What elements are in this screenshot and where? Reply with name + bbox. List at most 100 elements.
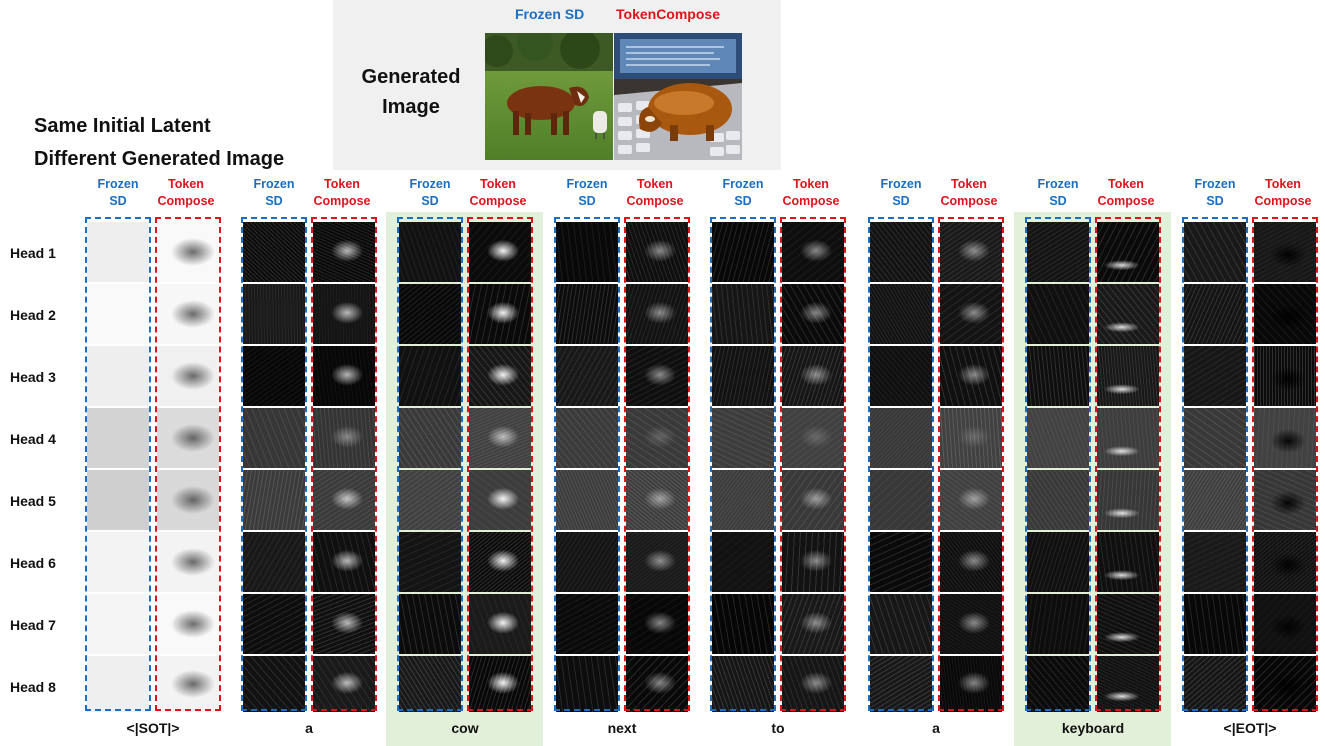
tokencompose-attention-map [157, 470, 219, 530]
frozen-header-line2: SD [109, 194, 127, 208]
frozen-sd-attention-map [712, 284, 774, 344]
frozen-sd-map-column [1027, 222, 1089, 712]
tokencompose-map-column [1254, 222, 1316, 712]
tokencompose-attention-map [313, 470, 375, 530]
frozen-sd-attention-map [556, 532, 618, 592]
tokencompose-attention-map [940, 532, 1002, 592]
frozen-sd-attention-map [87, 408, 149, 468]
frozen-sd-attention-map [870, 408, 932, 468]
frozen-sd-attention-map [1184, 656, 1246, 712]
tokencompose-attention-map [313, 532, 375, 592]
frozen-sd-attention-map [1184, 594, 1246, 654]
tokencompose-map-column [1097, 222, 1159, 712]
frozen-sd-attention-map [1027, 656, 1089, 712]
tokencompose-map-column [940, 222, 1002, 712]
frozen-sd-attention-map [87, 284, 149, 344]
tokencompose-dashed-outline [311, 217, 377, 711]
frozen-sd-attention-map [243, 222, 305, 282]
tokencompose-attention-map [1097, 656, 1159, 712]
frozen-sd-attention-map [870, 594, 932, 654]
frozen-sd-attention-map [1184, 222, 1246, 282]
tokencompose-attention-map [157, 222, 219, 282]
token-header-line1: Token [168, 177, 204, 191]
frozen-sd-attention-map [243, 346, 305, 406]
tokencompose-attention-map [626, 594, 688, 654]
frozen-sd-attention-map [870, 222, 932, 282]
frozen-header-line1: Frozen [1037, 177, 1079, 191]
tokencompose-attention-map [940, 346, 1002, 406]
frozen-sd-attention-map [399, 284, 461, 344]
frozen-sd-attention-map [870, 532, 932, 592]
frozen-sd-attention-map [712, 222, 774, 282]
frozen-header-line2: SD [265, 194, 283, 208]
token-header-line1: Token [1108, 177, 1144, 191]
tokencompose-attention-map [782, 346, 844, 406]
frozen-sd-attention-map [243, 656, 305, 712]
frozen-header-line2: SD [1206, 194, 1224, 208]
generated-label-line1: Generated [361, 66, 461, 88]
frozen-sd-attention-map [87, 470, 149, 530]
tokencompose-attention-map [313, 222, 375, 282]
tokencompose-map-column [782, 222, 844, 712]
tokencompose-attention-map [313, 594, 375, 654]
token-header-line1: Token [1265, 177, 1301, 191]
frozen-sd-attention-map [1184, 470, 1246, 530]
frozen-sd-attention-map [556, 656, 618, 712]
tokencompose-attention-map [782, 532, 844, 592]
token-header-line2: Compose [1097, 194, 1155, 208]
frozen-sd-attention-map [87, 346, 149, 406]
frozen-header-line1: Frozen [409, 177, 451, 191]
frozen-sd-dashed-outline [554, 217, 620, 711]
frozen-sd-attention-map [556, 284, 618, 344]
frozen-sd-attention-map [1184, 532, 1246, 592]
tokencompose-attention-map [626, 346, 688, 406]
tokencompose-attention-map [157, 594, 219, 654]
token-label: to [771, 720, 785, 736]
token-label: keyboard [1061, 720, 1125, 736]
tokencompose-attention-map [1097, 532, 1159, 592]
frozen-sd-attention-map [556, 408, 618, 468]
token-header-line1: Token [951, 177, 987, 191]
frozen-sd-attention-map [399, 594, 461, 654]
tokencompose-attention-map [940, 470, 1002, 530]
frozen-sd-attention-map [1027, 284, 1089, 344]
frozen-header-line2: SD [421, 194, 439, 208]
frozen-sd-attention-map [712, 470, 774, 530]
tokencompose-attention-map [626, 408, 688, 468]
tokencompose-attention-map [782, 222, 844, 282]
token-label: next [607, 720, 637, 736]
frozen-sd-attention-map [243, 532, 305, 592]
frozen-sd-attention-map [712, 656, 774, 712]
tokencompose-attention-map [469, 470, 531, 530]
frozen-sd-attention-map [1184, 346, 1246, 406]
frozen-sd-dashed-outline [85, 217, 151, 711]
tokencompose-attention-map [1254, 532, 1316, 592]
frozen-sd-attention-map [1027, 532, 1089, 592]
frozen-sd-dashed-outline [868, 217, 934, 711]
frozen-sd-map-column [556, 222, 618, 712]
generated-image-label: Generated Image [346, 62, 476, 122]
generated-tokencompose-label: TokenCompose [616, 6, 720, 22]
generated-label-line2: Image [382, 96, 440, 118]
tokencompose-attention-map [469, 532, 531, 592]
head-label: Head 8 [10, 679, 56, 695]
tokencompose-attention-map [626, 470, 688, 530]
frozen-sd-attention-map [243, 408, 305, 468]
frozen-header-line2: SD [892, 194, 910, 208]
tokencompose-dashed-outline [938, 217, 1004, 711]
head-label: Head 3 [10, 369, 56, 385]
tokencompose-attention-map [469, 594, 531, 654]
tokencompose-attention-map [626, 284, 688, 344]
head-label: Head 7 [10, 617, 56, 633]
tokencompose-attention-map [782, 656, 844, 712]
head-label: Head 5 [10, 493, 56, 509]
frozen-sd-attention-map [712, 532, 774, 592]
tokencompose-attention-map [1097, 408, 1159, 468]
frozen-sd-attention-map [712, 346, 774, 406]
tokencompose-attention-map [940, 222, 1002, 282]
frozen-sd-attention-map [87, 532, 149, 592]
